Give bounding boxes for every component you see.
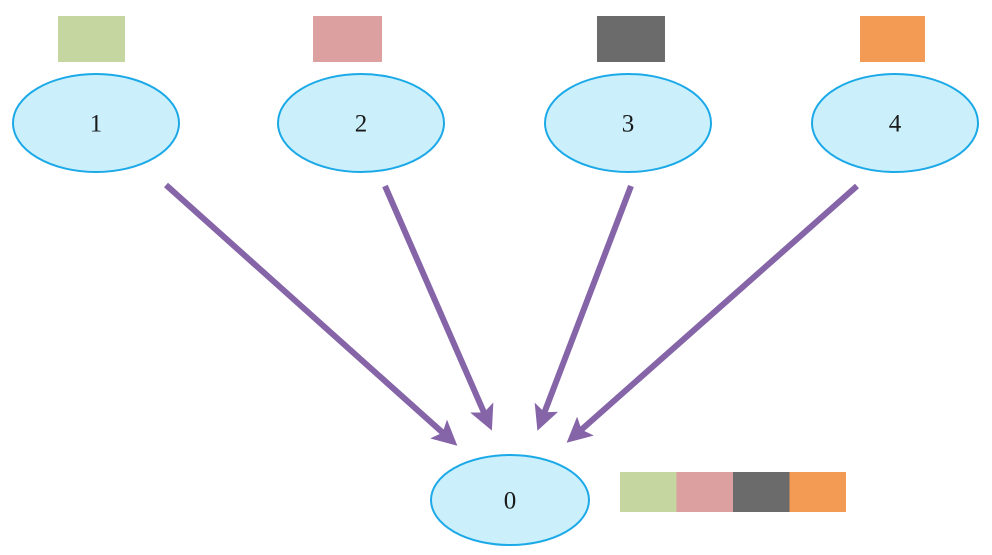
legend-green-segment — [620, 472, 677, 512]
legend-pink-segment — [676, 472, 733, 512]
edge-4-to-0 — [566, 183, 859, 443]
node-0-ellipse[interactable] — [430, 454, 590, 546]
node-1-ellipse[interactable] — [12, 73, 180, 173]
node-2-ellipse[interactable] — [277, 73, 445, 173]
node-3[interactable]: 3 — [544, 73, 712, 173]
green-swatch — [58, 16, 125, 62]
legend-orange-segment — [789, 472, 846, 512]
node-2-label: 2 — [355, 111, 368, 138]
node-3-label: 3 — [622, 111, 635, 138]
node-4-ellipse[interactable] — [811, 73, 979, 173]
node-1-label: 1 — [90, 111, 103, 138]
legend-gray-segment — [733, 472, 790, 512]
edge-1-to-0 — [163, 182, 458, 446]
edge-3-to-0 — [534, 184, 634, 431]
node-3-ellipse[interactable] — [544, 73, 712, 173]
swatch-group — [58, 16, 925, 62]
edge-2-to-0 — [382, 184, 494, 431]
legend-strip — [620, 472, 846, 512]
pink-swatch — [313, 16, 382, 62]
node-0-label: 0 — [504, 488, 517, 515]
node-2[interactable]: 2 — [277, 73, 445, 173]
node-0[interactable]: 0 — [430, 454, 590, 546]
node-4-label: 4 — [889, 111, 902, 138]
orange-swatch — [860, 16, 925, 62]
node-4[interactable]: 4 — [811, 73, 979, 173]
node-1[interactable]: 1 — [12, 73, 180, 173]
gray-swatch — [597, 16, 665, 62]
edge-group — [163, 182, 859, 446]
